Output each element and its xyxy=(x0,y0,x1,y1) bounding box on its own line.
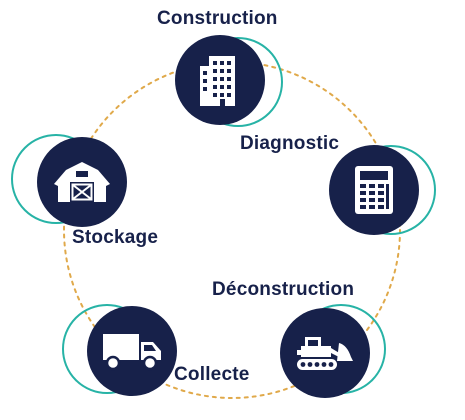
stage-diagnostic xyxy=(329,145,436,235)
label-deconstruction: Déconstruction xyxy=(212,279,355,300)
barn-icon xyxy=(54,162,110,202)
label-collecte: Collecte xyxy=(174,364,250,385)
collecte-disc xyxy=(87,306,177,396)
stage-deconstruction xyxy=(280,304,386,398)
truck-icon xyxy=(103,334,161,371)
construction-disc xyxy=(175,35,265,125)
label-stockage: Stockage xyxy=(72,227,159,248)
bulldozer-icon xyxy=(297,337,353,370)
deconstruction-disc xyxy=(280,308,370,398)
diagnostic-disc xyxy=(329,145,419,235)
stockage-disc xyxy=(37,137,127,227)
building-icon xyxy=(200,56,235,106)
label-diagnostic: Diagnostic xyxy=(240,133,340,154)
stage-collecte xyxy=(62,304,177,396)
calculator-icon xyxy=(355,166,393,214)
stage-construction xyxy=(175,35,283,127)
label-construction: Construction xyxy=(157,8,278,29)
stage-stockage xyxy=(11,134,127,227)
